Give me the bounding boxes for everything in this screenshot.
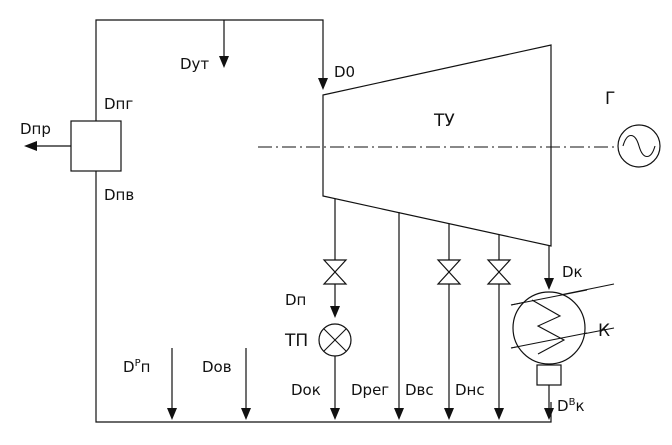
label-g: Г xyxy=(605,89,615,109)
generator-sine-icon xyxy=(622,134,656,158)
condenser-coil-icon xyxy=(531,299,566,355)
label-d-ov: Dов xyxy=(202,358,232,376)
label-d-pg: Dпг xyxy=(104,95,133,113)
top-steam-line xyxy=(95,19,324,121)
dp-arrowhead xyxy=(330,306,340,318)
dp-valve-icon xyxy=(322,259,348,285)
pr-arrowhead xyxy=(24,141,37,151)
k-arrowhead xyxy=(544,278,554,290)
label-d-vs: Dвс xyxy=(405,381,434,399)
turbine-ty xyxy=(322,44,552,247)
label-tp: ТП xyxy=(284,331,308,351)
label-d-ut: Dут xyxy=(180,55,209,73)
label-d-pv: Dпв xyxy=(104,186,134,204)
label-d-ns: Dнс xyxy=(455,381,485,399)
label-d-vk-sup: В xyxy=(569,397,576,408)
label-tu: ТУ xyxy=(433,111,455,131)
label-d-0: D0 xyxy=(334,63,355,81)
ov-arrowhead xyxy=(241,408,251,420)
d0-arrowhead xyxy=(318,78,328,90)
label-d-vk-sub: к xyxy=(575,397,584,415)
vs-valve-icon xyxy=(436,259,462,285)
label-d-pr: Dпр xyxy=(20,120,51,138)
label-d-vk: DВк xyxy=(557,397,585,415)
label-d-vk-base: D xyxy=(557,397,569,415)
vk-arrowhead xyxy=(544,408,554,420)
ns-valve-icon xyxy=(486,259,512,285)
label-d-rp: DРп xyxy=(123,358,150,376)
label-k: К xyxy=(598,321,610,341)
label-d-k: Dк xyxy=(562,263,583,281)
label-d-ok: Dок xyxy=(291,381,321,399)
ok-arrowhead xyxy=(330,408,340,420)
reg-arrowhead xyxy=(394,408,404,420)
condensate-pump xyxy=(536,364,562,386)
steam-generator xyxy=(70,120,122,172)
rp-arrowhead xyxy=(167,408,177,420)
vs-arrowhead xyxy=(444,408,454,420)
label-d-p: Dп xyxy=(285,291,306,309)
condenser-tube-in xyxy=(510,289,588,306)
condenser-circle xyxy=(512,291,586,365)
ns-arrowhead xyxy=(494,408,504,420)
tp-cross-b xyxy=(323,328,347,352)
label-d-rp-sup: Р xyxy=(135,358,141,369)
condenser-tube-out xyxy=(510,332,588,349)
ut-arrowhead xyxy=(219,56,229,68)
label-d-rp-base: D xyxy=(123,358,135,376)
label-d-rp-sub: п xyxy=(141,358,151,376)
label-d-reg: Dрег xyxy=(351,381,389,399)
